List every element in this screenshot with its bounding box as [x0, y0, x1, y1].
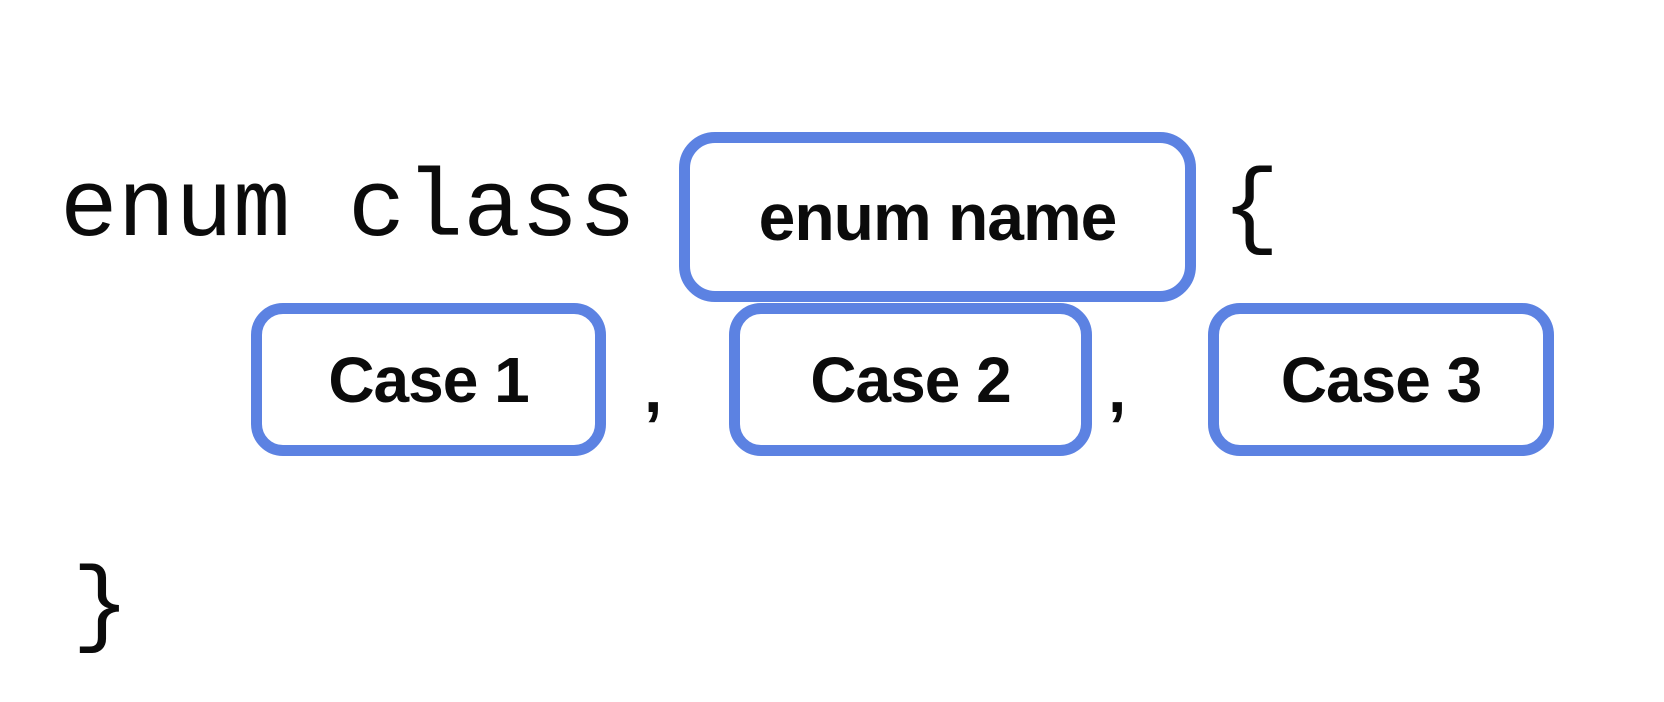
case-2-box: Case 2	[729, 303, 1092, 456]
close-brace: }	[72, 553, 130, 662]
enum-name-label: enum name	[758, 180, 1118, 254]
case-1-box: Case 1	[251, 303, 606, 456]
keyword-enum-class: enum class	[60, 155, 637, 264]
case-1-label: Case 1	[328, 343, 529, 416]
open-brace: {	[1222, 155, 1280, 264]
case-3-label: Case 3	[1280, 343, 1482, 416]
enum-name-box: enum name	[679, 132, 1196, 302]
case-3-box: Case 3	[1208, 303, 1554, 456]
separator-comma-2: ,	[1108, 352, 1127, 426]
case-2-label: Case 2	[810, 343, 1011, 416]
separator-comma-1: ,	[644, 352, 663, 426]
